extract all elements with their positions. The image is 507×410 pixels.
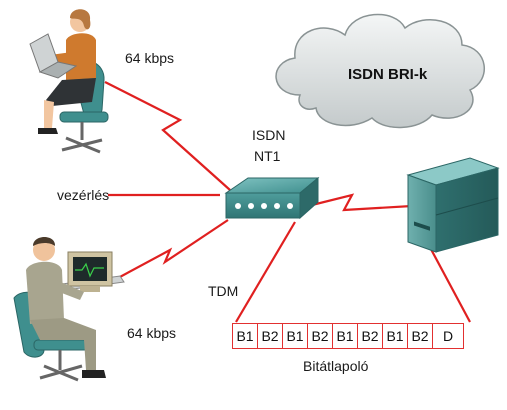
frame-slot: B2	[407, 323, 432, 349]
exchange-server-icon	[406, 157, 500, 253]
tdm-label: TDM	[208, 283, 239, 299]
nt1-device-icon	[224, 176, 320, 220]
frame-slot: B2	[257, 323, 282, 349]
tdm-line-left	[235, 221, 296, 323]
link-top-user	[104, 81, 231, 191]
bottom-rate-label: 64 kbps	[127, 325, 177, 341]
frame-slot: B2	[357, 323, 382, 349]
frame-slot: B2	[307, 323, 332, 349]
frame-slot: D	[432, 323, 464, 349]
top-rate-label: 64 kbps	[125, 50, 175, 66]
frame-slot: B1	[382, 323, 407, 349]
control-label: vezérlés	[57, 187, 110, 203]
frame-slot: B1	[282, 323, 307, 349]
frame-caption: Bitátlapoló	[303, 358, 369, 374]
link-bottom-user	[117, 219, 229, 279]
cloud-label: ISDN BRI-k	[348, 66, 428, 83]
woman-laptop-user-icon	[29, 9, 109, 154]
frame-slot: B1	[332, 323, 357, 349]
link-server	[311, 193, 413, 212]
nt1-label-line1: ISDN	[252, 127, 286, 143]
frame-slot: B1	[232, 323, 257, 349]
cloud-icon	[275, 13, 485, 129]
man-computer-user-icon	[13, 237, 125, 382]
nt1-label-line2: NT1	[254, 148, 281, 164]
links	[104, 81, 471, 323]
